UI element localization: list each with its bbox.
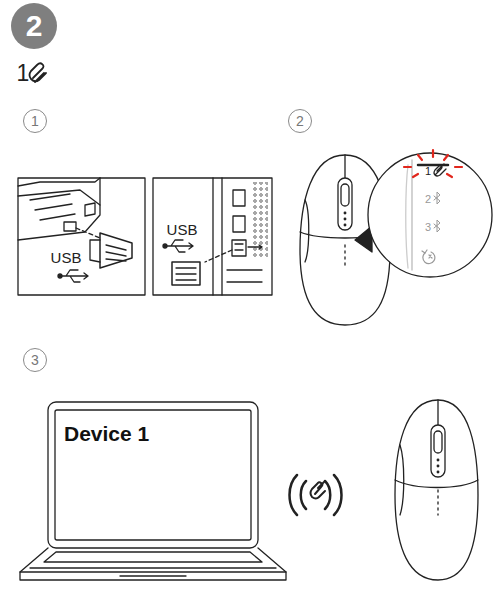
callout-text: 3 — [31, 353, 39, 367]
step-badge: 2 — [11, 3, 57, 49]
desktop-port-panel — [153, 178, 272, 295]
usb-symbol — [58, 270, 88, 282]
wireless-icon — [290, 475, 342, 515]
device-name: Device 1 — [64, 423, 149, 444]
mode-number: 1 — [425, 166, 431, 177]
callout-number: 3 — [23, 348, 47, 372]
mouse — [395, 400, 478, 580]
mode-number: 1 — [17, 62, 30, 85]
callout-number: 2 — [288, 109, 312, 133]
laptop — [20, 402, 286, 580]
laptop-screen: Device 1 — [58, 413, 248, 537]
callout-text: 1 — [31, 114, 39, 128]
callout-text: 2 — [26, 11, 43, 41]
zoom-callout — [368, 150, 492, 277]
laptop-port-panel — [18, 178, 145, 295]
mode-number: 3 — [425, 222, 431, 233]
usb-symbol — [163, 240, 193, 252]
switch-icon — [422, 250, 435, 264]
callout-number: 1 — [23, 109, 47, 133]
callout-text: 2 — [296, 114, 304, 128]
port-label: USB — [167, 222, 198, 237]
port-label: USB — [51, 250, 82, 265]
receiver-icon — [30, 63, 47, 82]
mode-number: 2 — [425, 194, 431, 205]
led-glow — [404, 150, 462, 177]
